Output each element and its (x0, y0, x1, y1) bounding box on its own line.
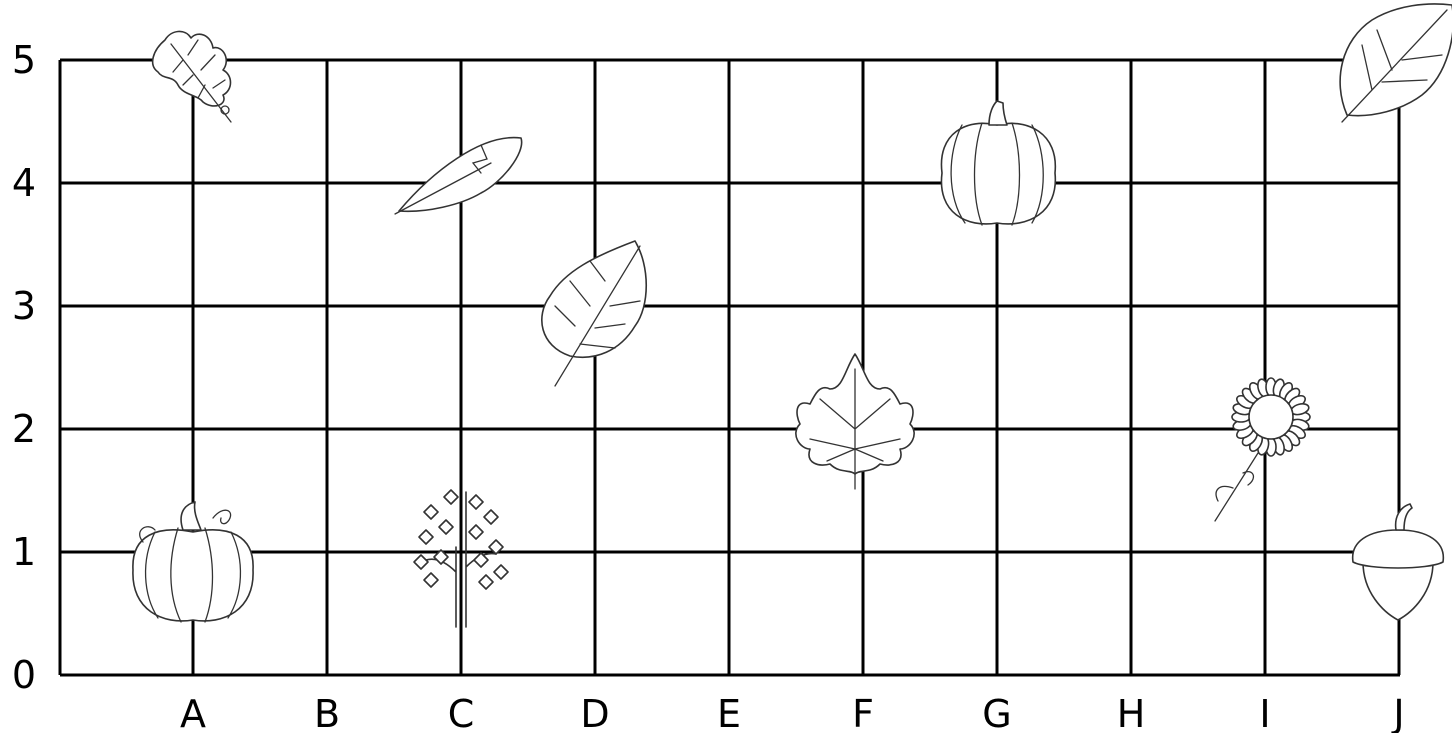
y-label-0: 0 (12, 653, 36, 697)
x-label-J: J (1391, 692, 1404, 733)
round-leaf-icon (1340, 4, 1452, 122)
y-label-1: 1 (12, 530, 36, 574)
y-axis-labels: 0 1 2 3 4 5 (12, 38, 36, 697)
x-label-B: B (314, 692, 340, 733)
pumpkin-icon (941, 101, 1055, 225)
x-label-I: I (1259, 692, 1270, 733)
x-label-D: D (580, 692, 609, 733)
x-label-E: E (717, 692, 741, 733)
sunflower-icon (1215, 378, 1310, 521)
y-label-4: 4 (12, 161, 36, 205)
y-label-3: 3 (12, 284, 36, 328)
maple-leaf-icon (796, 354, 914, 489)
x-label-G: G (982, 692, 1011, 733)
y-label-2: 2 (12, 407, 36, 451)
x-axis-labels: A B C D E F G H I J (180, 692, 1405, 733)
x-label-H: H (1117, 692, 1146, 733)
x-label-C: C (448, 692, 475, 733)
grid-lines (60, 60, 1400, 675)
acorn-icon (1353, 504, 1444, 620)
long-leaf-icon (395, 138, 522, 214)
pictures (133, 4, 1452, 627)
pumpkin-with-vines-icon (133, 502, 253, 622)
y-label-5: 5 (12, 38, 36, 82)
x-label-A: A (180, 692, 206, 733)
x-label-F: F (852, 692, 874, 733)
